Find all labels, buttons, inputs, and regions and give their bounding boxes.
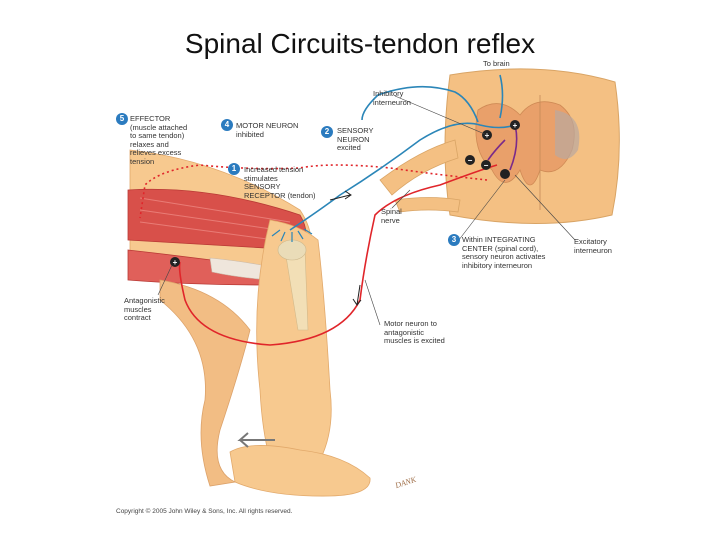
movement-arrow xyxy=(237,432,275,448)
step-4-badge: 4 xyxy=(221,119,233,131)
slide-title: Spinal Circuits-tendon reflex xyxy=(184,28,536,59)
step-5-text: EFFECTOR (muscle attached to same tendon… xyxy=(130,114,188,166)
label-spinal-nerve: Spinal nerve xyxy=(381,207,402,225)
label-motor-neuron-antagonistic: Motor neuron to antagonistic muscles is … xyxy=(384,319,445,345)
step-1-badge: 1 xyxy=(228,163,240,175)
synapse-sign: + xyxy=(173,258,178,267)
motor-neuron-effector-path xyxy=(139,164,488,219)
step-1-text: Increased tension stimulates SENSORY REC… xyxy=(244,165,316,200)
foot xyxy=(229,445,371,497)
synapse-node xyxy=(465,155,475,165)
synapse-sign: + xyxy=(485,131,490,140)
synapse-sign: − xyxy=(484,161,489,170)
label-excitatory-interneuron: Excitatory interneuron xyxy=(574,237,612,255)
step-3-text: Within INTEGRATING CENTER (spinal cord),… xyxy=(462,235,546,270)
synapse-node xyxy=(481,160,491,170)
direction-arrow xyxy=(352,284,362,306)
back-leg xyxy=(159,279,251,487)
label-to-brain: To brain xyxy=(483,59,510,68)
label-antagonistic-muscles: Antagonistic muscles contract xyxy=(124,296,165,322)
copyright-notice: Copyright © 2005 John Wiley & Sons, Inc.… xyxy=(116,508,293,515)
spinal-nerve-branch xyxy=(394,197,461,213)
spinal-nerve xyxy=(379,139,459,196)
step-2-badge: 2 xyxy=(321,126,333,138)
synapse-node xyxy=(170,257,180,267)
synapse-node xyxy=(500,169,510,179)
step-2-text: SENSORY NEURON excited xyxy=(337,126,374,152)
step-5-badge: 5 xyxy=(116,113,128,125)
sensory-to-brain-path xyxy=(361,85,479,123)
step-4-text: MOTOR NEURON inhibited xyxy=(236,121,299,139)
sensory-neuron-path xyxy=(289,122,516,231)
lower-leg xyxy=(159,219,371,497)
direction-arrow xyxy=(329,190,352,201)
receptor-branches xyxy=(271,228,313,242)
synapse-node xyxy=(510,120,520,130)
synapse-sign: + xyxy=(513,121,518,130)
synapse-sign: − xyxy=(468,156,473,165)
label-inhibitory-interneuron: Inhibitory interneuron xyxy=(373,89,411,107)
step-3-badge: 3 xyxy=(448,234,460,246)
patella xyxy=(277,239,307,261)
spinal-cord xyxy=(444,68,620,224)
gray-matter xyxy=(475,101,575,186)
